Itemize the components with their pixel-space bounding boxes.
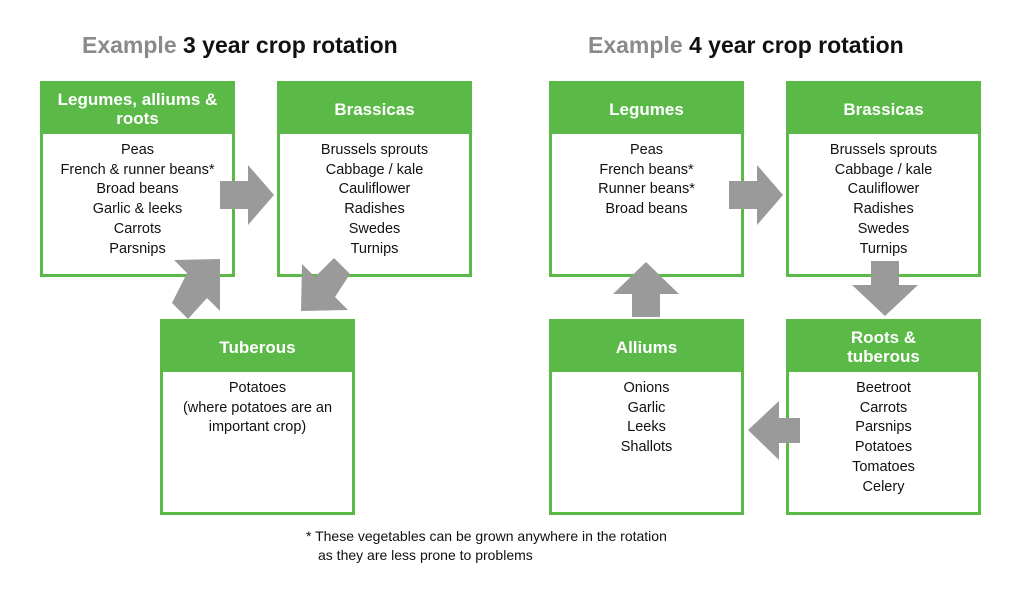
- box-list: Brussels sprouts Cabbage / kale Cauliflo…: [789, 134, 978, 259]
- list-item: Garlic & leeks: [92, 201, 183, 218]
- footnote-line: as they are less prone to problems: [318, 547, 533, 563]
- box-brassicas-4yr: Brassicas Brussels sprouts Cabbage / kal…: [786, 81, 981, 277]
- list-item: Cauliflower: [338, 181, 411, 198]
- list-item: Shallots: [620, 439, 673, 456]
- box-list: Peas French beans* Runner beans* Broad b…: [552, 134, 741, 220]
- list-item: French beans*: [599, 161, 694, 178]
- list-item: Turnips: [859, 240, 908, 257]
- list-item: Radishes: [853, 201, 914, 218]
- list-item: Cabbage / kale: [834, 161, 933, 178]
- list-item: Swedes: [348, 220, 401, 237]
- arrow-up-left-icon: [172, 259, 220, 319]
- list-item: Brussels sprouts: [320, 142, 429, 158]
- box-list: Potatoes (where potatoes are an importan…: [163, 372, 352, 438]
- list-item: Swedes: [857, 220, 910, 237]
- list-item: Cabbage / kale: [325, 161, 424, 178]
- list-item: Peas: [120, 142, 155, 158]
- box-legumes-alliums-roots: Legumes, alliums & roots Peas French & r…: [40, 81, 235, 277]
- arrow-up-icon: [613, 262, 679, 317]
- list-item: Parsnips: [109, 240, 166, 257]
- box-brassicas-3yr: Brassicas Brussels sprouts Cabbage / kal…: [277, 81, 472, 277]
- box-title: Alliums: [552, 322, 741, 372]
- arrow-down-left-icon: [301, 258, 350, 311]
- list-item: Broad beans: [96, 181, 179, 198]
- box-list: Beetroot Carrots Parsnips Potatoes Tomat…: [789, 372, 978, 497]
- box-legumes: Legumes Peas French beans* Runner beans*…: [549, 81, 744, 277]
- footnote: * These vegetables can be grown anywhere…: [306, 527, 667, 565]
- box-alliums: Alliums Onions Garlic Leeks Shallots: [549, 319, 744, 515]
- list-item: Potatoes: [228, 380, 287, 396]
- box-list: Onions Garlic Leeks Shallots: [552, 372, 741, 458]
- list-item: French & runner beans*: [60, 161, 215, 178]
- box-tuberous: Tuberous Potatoes (where potatoes are an…: [160, 319, 355, 515]
- four-year-title-prefix: Example: [588, 32, 683, 58]
- list-item: Onions: [623, 380, 670, 396]
- arrow-right-icon: [729, 165, 783, 225]
- box-title: Tuberous: [163, 322, 352, 372]
- box-list: Peas French & runner beans* Broad beans …: [43, 134, 232, 259]
- list-item: Potatoes: [854, 439, 913, 456]
- arrow-right-icon: [220, 165, 274, 225]
- arrow-down-icon: [852, 261, 918, 316]
- list-item: Parsnips: [855, 419, 912, 436]
- arrow-left-icon: [748, 401, 800, 460]
- list-item: Carrots: [113, 220, 162, 237]
- box-title: Brassicas: [280, 84, 469, 134]
- list-item: Peas: [629, 142, 664, 158]
- box-title: Brassicas: [789, 84, 978, 134]
- list-item: Beetroot: [856, 380, 911, 396]
- list-item: Celery: [862, 478, 905, 495]
- box-roots-tuberous: Roots & tuberous Beetroot Carrots Parsni…: [786, 319, 981, 515]
- list-item: Leeks: [627, 419, 666, 436]
- three-year-title-main: 3 year crop rotation: [183, 32, 398, 58]
- box-title: Roots & tuberous: [789, 322, 978, 372]
- footnote-line: * These vegetables can be grown anywhere…: [306, 528, 667, 544]
- list-item: Broad beans: [605, 201, 688, 218]
- three-year-title-prefix: Example: [82, 32, 177, 58]
- list-item: (where potatoes are an important crop): [182, 399, 333, 436]
- box-list: Brussels sprouts Cabbage / kale Cauliflo…: [280, 134, 469, 259]
- list-item: Carrots: [859, 399, 908, 416]
- list-item: Cauliflower: [847, 181, 920, 198]
- box-title: Legumes, alliums & roots: [43, 84, 232, 134]
- three-year-title: Example 3 year crop rotation: [82, 28, 398, 62]
- four-year-title-main: 4 year crop rotation: [689, 32, 904, 58]
- list-item: Garlic: [627, 399, 666, 416]
- list-item: Radishes: [344, 201, 405, 218]
- box-title: Legumes: [552, 84, 741, 134]
- four-year-title: Example 4 year crop rotation: [588, 28, 904, 62]
- list-item: Turnips: [350, 240, 399, 257]
- list-item: Tomatoes: [852, 458, 915, 475]
- list-item: Runner beans*: [598, 181, 695, 198]
- list-item: Brussels sprouts: [829, 142, 938, 158]
